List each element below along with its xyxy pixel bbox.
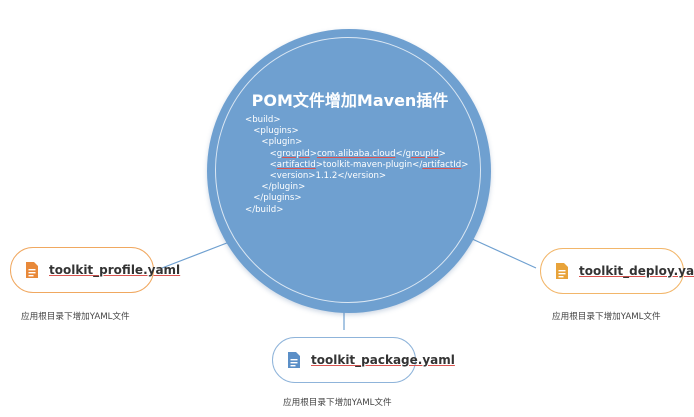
- code-line: </build>: [245, 204, 284, 215]
- file-pill-package[interactable]: toolkit_package.yaml: [272, 337, 455, 383]
- code-line: <plugin>: [261, 137, 303, 148]
- pom-title: POM文件增加Maven插件: [251, 91, 449, 110]
- code-line: <groupId>com.alibaba.cloud</groupId>: [269, 148, 446, 159]
- connector-profile: [161, 240, 233, 269]
- code-line: <build>: [245, 115, 281, 125]
- file-icon: [288, 352, 300, 368]
- file-label-deploy: toolkit_deploy.yaml: [579, 264, 694, 278]
- caption-deploy: 应用根目录下增加YAML文件: [552, 312, 661, 322]
- caption-package: 应用根目录下增加YAML文件: [283, 398, 392, 408]
- code-line: </plugins>: [253, 193, 302, 204]
- file-icon: [556, 263, 568, 279]
- pom-circle-ring: [215, 37, 481, 303]
- file-icon: [26, 262, 38, 278]
- code-line: </plugin>: [261, 182, 306, 193]
- file-pill-profile[interactable]: toolkit_profile.yaml: [10, 247, 180, 293]
- file-label-profile: toolkit_profile.yaml: [49, 263, 181, 277]
- file-pill-deploy[interactable]: toolkit_deploy.yaml: [540, 248, 694, 294]
- pom-code-block: <build> <plugins> <plugin> <groupId>com.…: [245, 115, 468, 216]
- caption-profile: 应用根目录下增加YAML文件: [21, 312, 130, 322]
- code-line: <artifactId>toolkit-maven-plugin</artifa…: [269, 159, 469, 170]
- connector-deploy: [469, 237, 537, 269]
- code-line: <plugins>: [253, 126, 299, 137]
- file-label-package: toolkit_package.yaml: [311, 353, 455, 367]
- code-line: <version>1.1.2</version>: [269, 171, 387, 182]
